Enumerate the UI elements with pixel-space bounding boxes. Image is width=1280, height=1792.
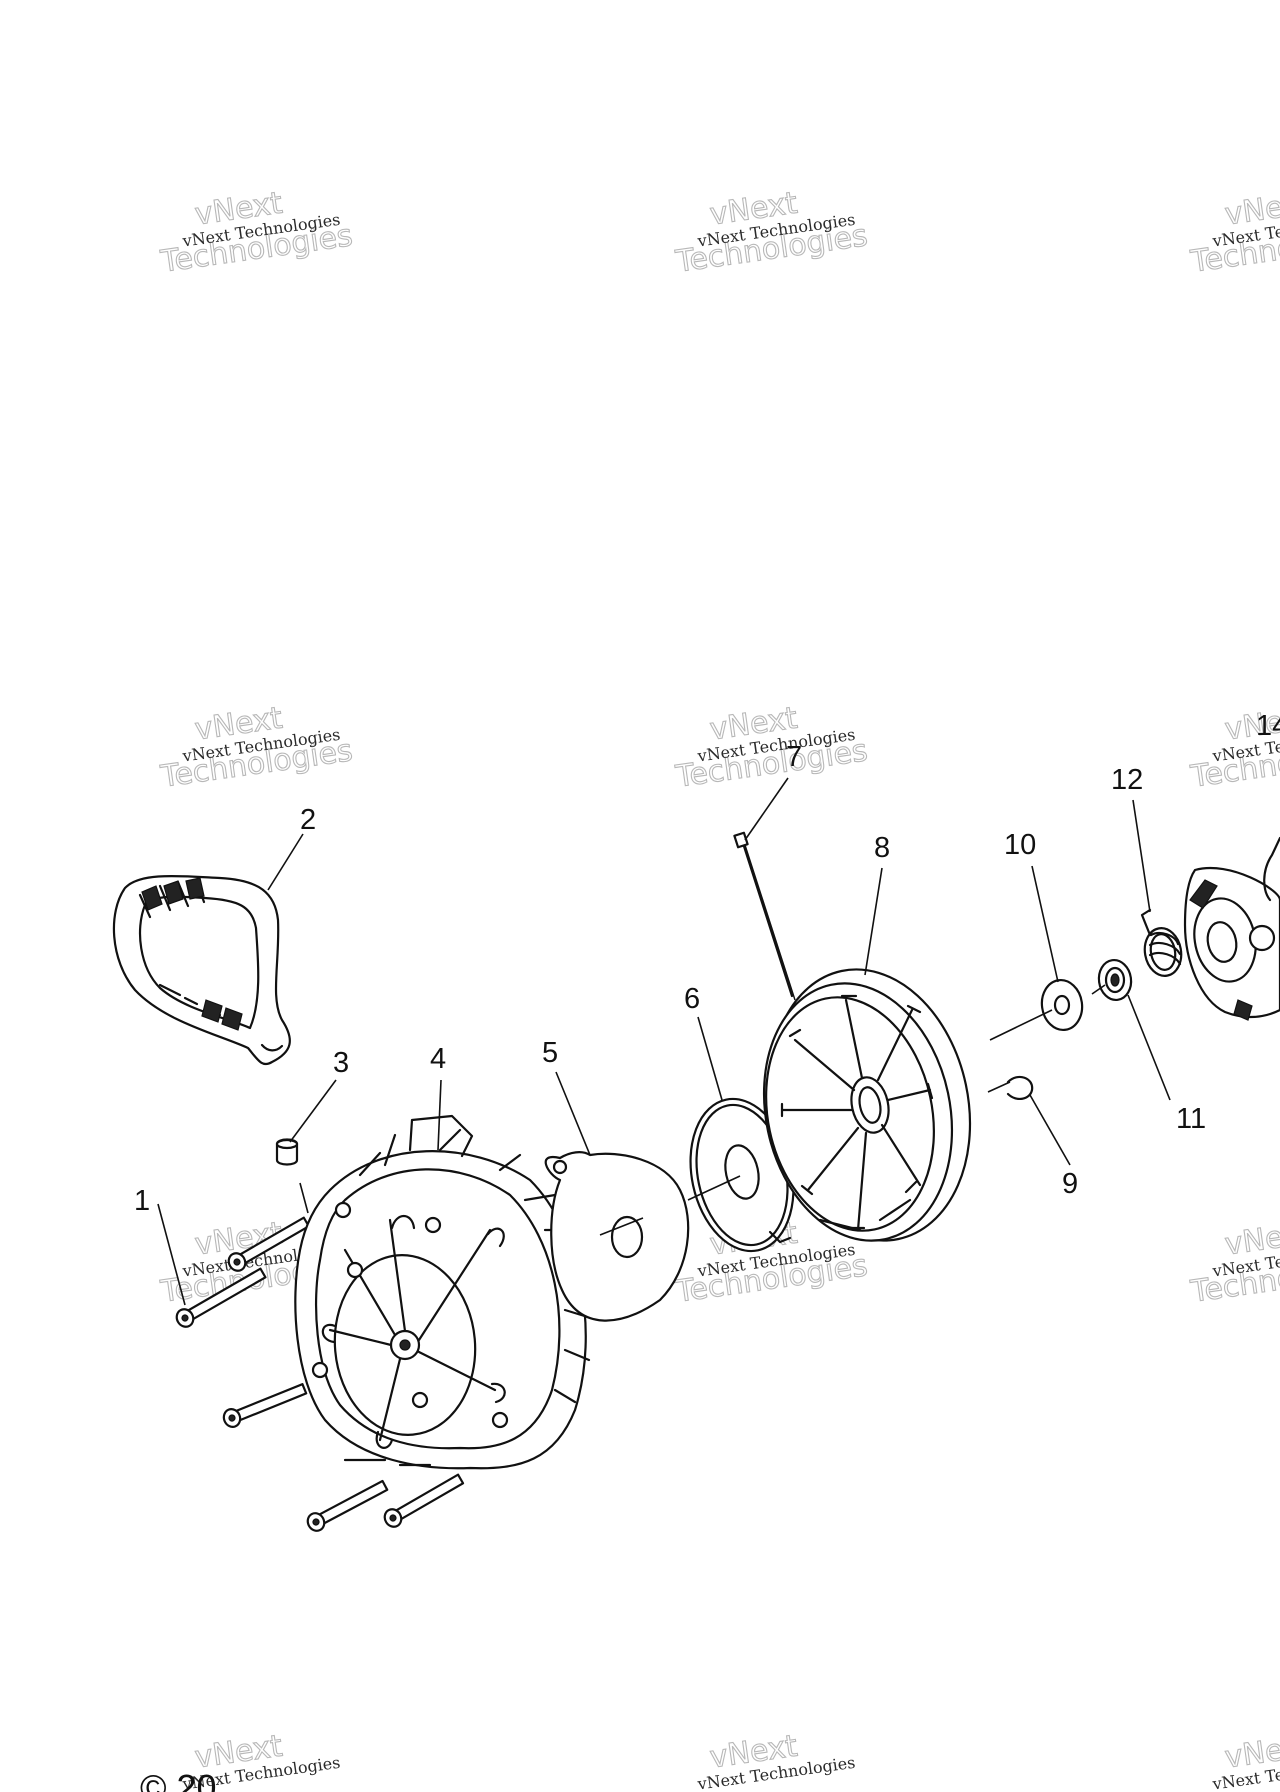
callout-1: 1 <box>134 1185 150 1217</box>
watermark-tile: vNext Technologies vNext Technologies <box>1187 1215 1280 1310</box>
part-3-bushing <box>275 1138 299 1166</box>
part-12-spring <box>1140 908 1183 977</box>
callout-11: 11 <box>1176 1103 1206 1135</box>
copyright-footer: © 20 <box>140 1767 217 1792</box>
part-11-nut <box>1097 958 1133 1002</box>
callout-3: 3 <box>333 1047 349 1079</box>
callout-14: 14 <box>1256 710 1280 742</box>
part-5-gasket <box>544 1151 690 1322</box>
part-8-pulley <box>762 968 972 1242</box>
watermark-tile: vNext Technologies vNext Technologies <box>672 700 870 795</box>
watermark-tile: vNext Technologies vNext Technologies <box>672 185 870 280</box>
callout-2: 2 <box>300 804 316 836</box>
part-1-bolts <box>175 1216 465 1532</box>
callout-8: 8 <box>874 832 890 864</box>
watermark-tile: vNext Technologies vNext Technologies <box>157 700 355 795</box>
callout-4: 4 <box>430 1043 446 1075</box>
assembly-axis-lines <box>299 984 1106 1236</box>
part-10-washer <box>1040 978 1084 1032</box>
callout-10: 10 <box>1004 829 1036 861</box>
callout-5: 5 <box>542 1037 558 1069</box>
watermark-tile: vNext vNext Technologies <box>695 1728 856 1792</box>
watermark-tile: vNext vNext Technologies <box>1210 1728 1280 1792</box>
part-14-pawl-housing <box>1183 836 1280 1021</box>
callout-7: 7 <box>786 741 802 773</box>
watermark-tile: vNext Technologies vNext Technologies <box>1187 700 1280 795</box>
callout-9: 9 <box>1062 1168 1078 1200</box>
part-7-rope <box>733 831 796 1001</box>
callout-leaders <box>157 777 1171 1306</box>
part-4-recoil-housing <box>294 1114 593 1470</box>
watermark-tile: vNext Technologies vNext Technologies <box>157 185 355 280</box>
part-9-retainer-ring <box>1006 1075 1034 1100</box>
callout-labels: 1 2 3 4 5 6 7 8 9 10 11 12 14 <box>134 710 1280 1217</box>
part-2-starter-handle <box>112 874 291 1066</box>
callout-6: 6 <box>684 983 700 1015</box>
callout-12: 12 <box>1111 764 1143 796</box>
watermark-tile: vNext Technologies vNext Technologies <box>1187 185 1280 280</box>
